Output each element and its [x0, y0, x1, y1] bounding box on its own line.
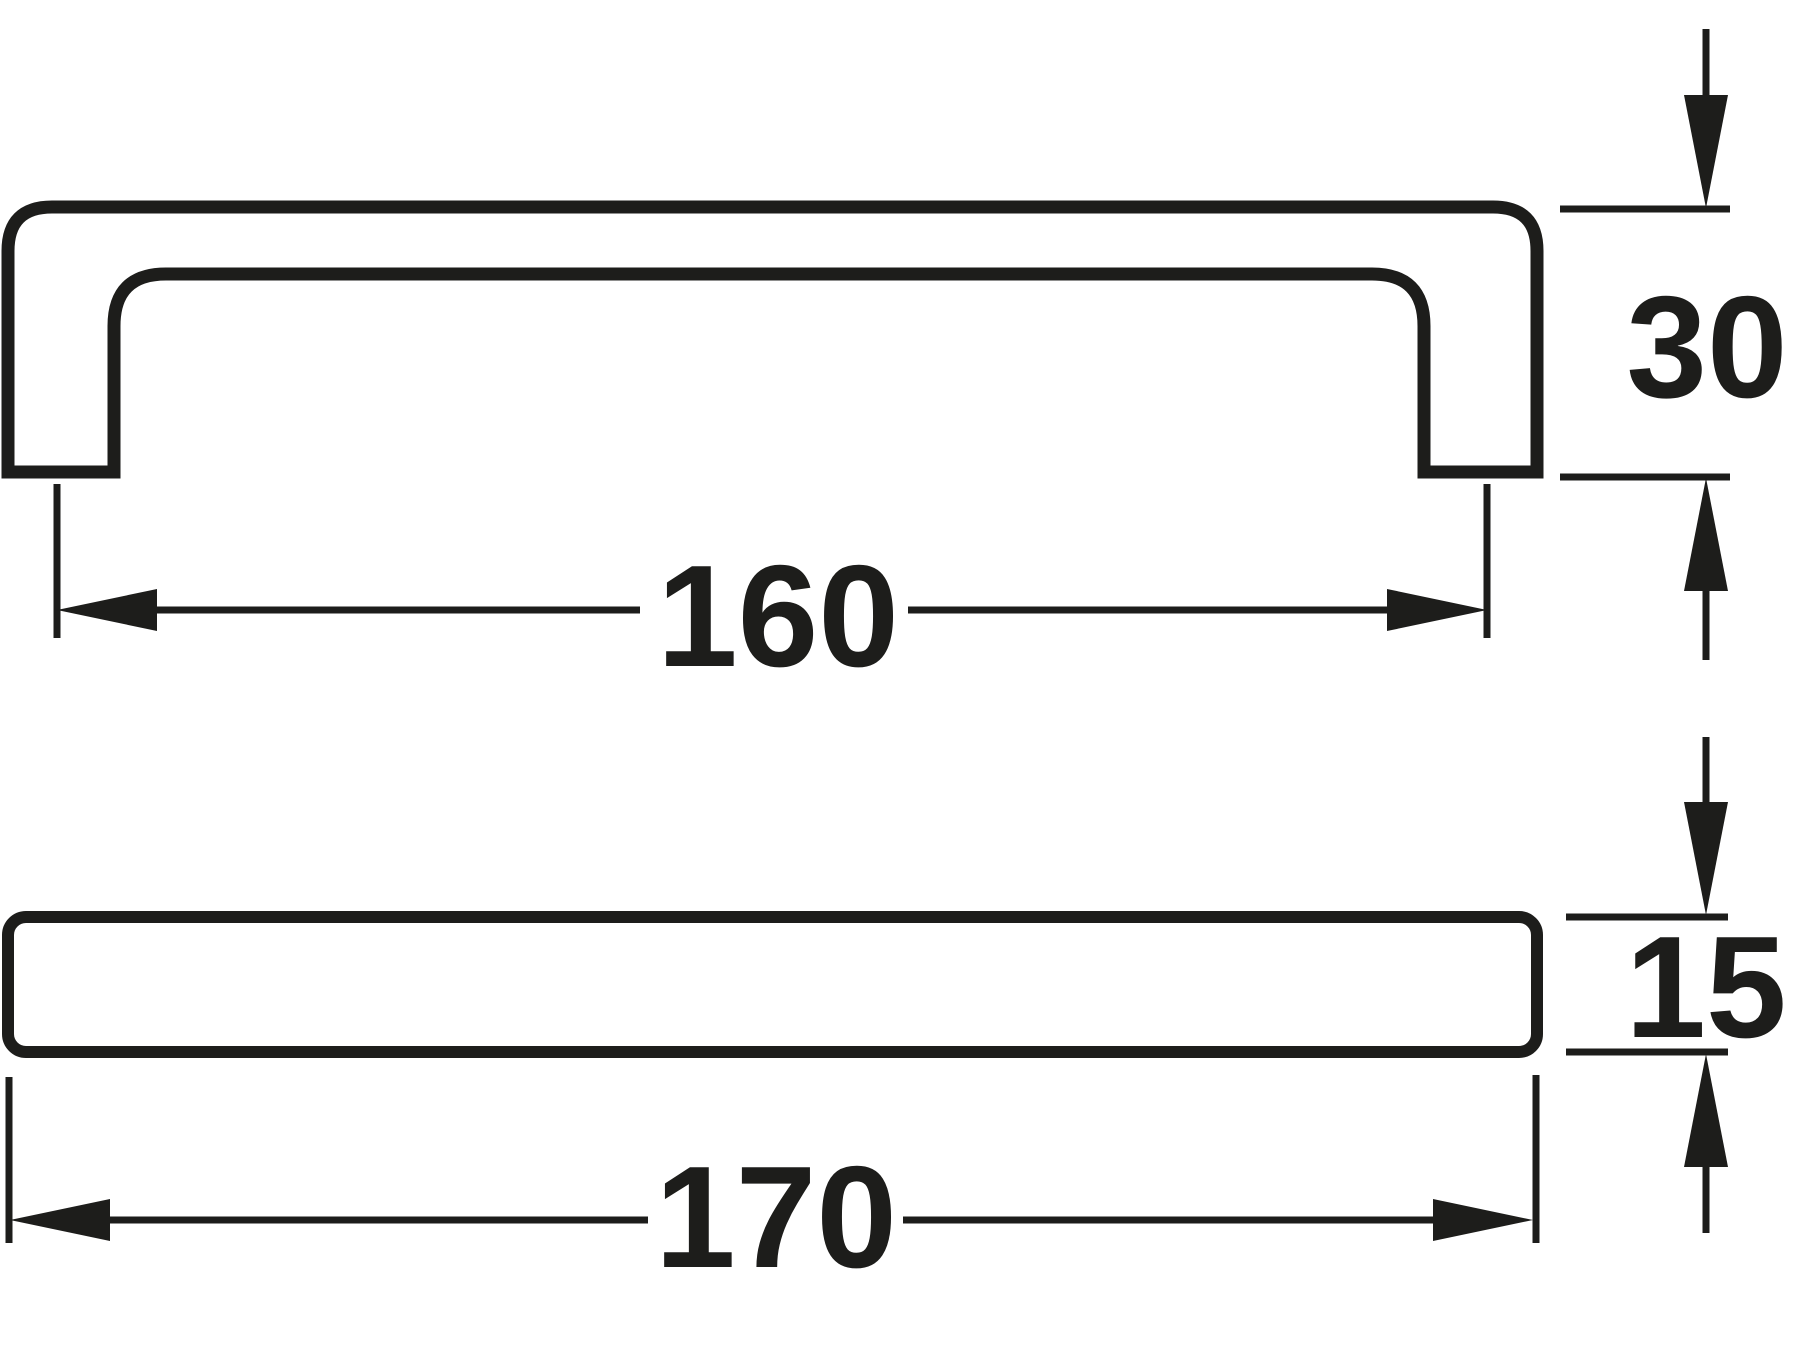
- top-view: [2, 911, 1543, 1058]
- handle-front-outline: [1, 200, 1544, 479]
- arrowhead-left-icon: [57, 589, 157, 631]
- dimension-15: 15: [1566, 737, 1787, 1233]
- arrowhead-down-icon: [1684, 95, 1728, 208]
- dimension-30-label: 30: [1626, 266, 1787, 428]
- dimension-15-label: 15: [1625, 906, 1786, 1068]
- dimension-170-label: 170: [655, 1136, 897, 1298]
- front-view: [1, 200, 1544, 479]
- dimension-170: 170: [5, 1075, 1540, 1298]
- arrowhead-up-icon: [1684, 1054, 1728, 1167]
- arrowhead-right-icon: [1387, 589, 1487, 631]
- arrowhead-down-icon: [1684, 802, 1728, 915]
- handle-top-outline: [2, 911, 1543, 1058]
- arrowhead-right-icon: [1433, 1199, 1533, 1241]
- dimension-160: 160: [53, 484, 1491, 697]
- arrowhead-left-icon: [10, 1199, 110, 1241]
- dimension-160-label: 160: [657, 535, 899, 697]
- dimension-30: 30: [1560, 29, 1788, 660]
- arrowhead-up-icon: [1684, 478, 1728, 591]
